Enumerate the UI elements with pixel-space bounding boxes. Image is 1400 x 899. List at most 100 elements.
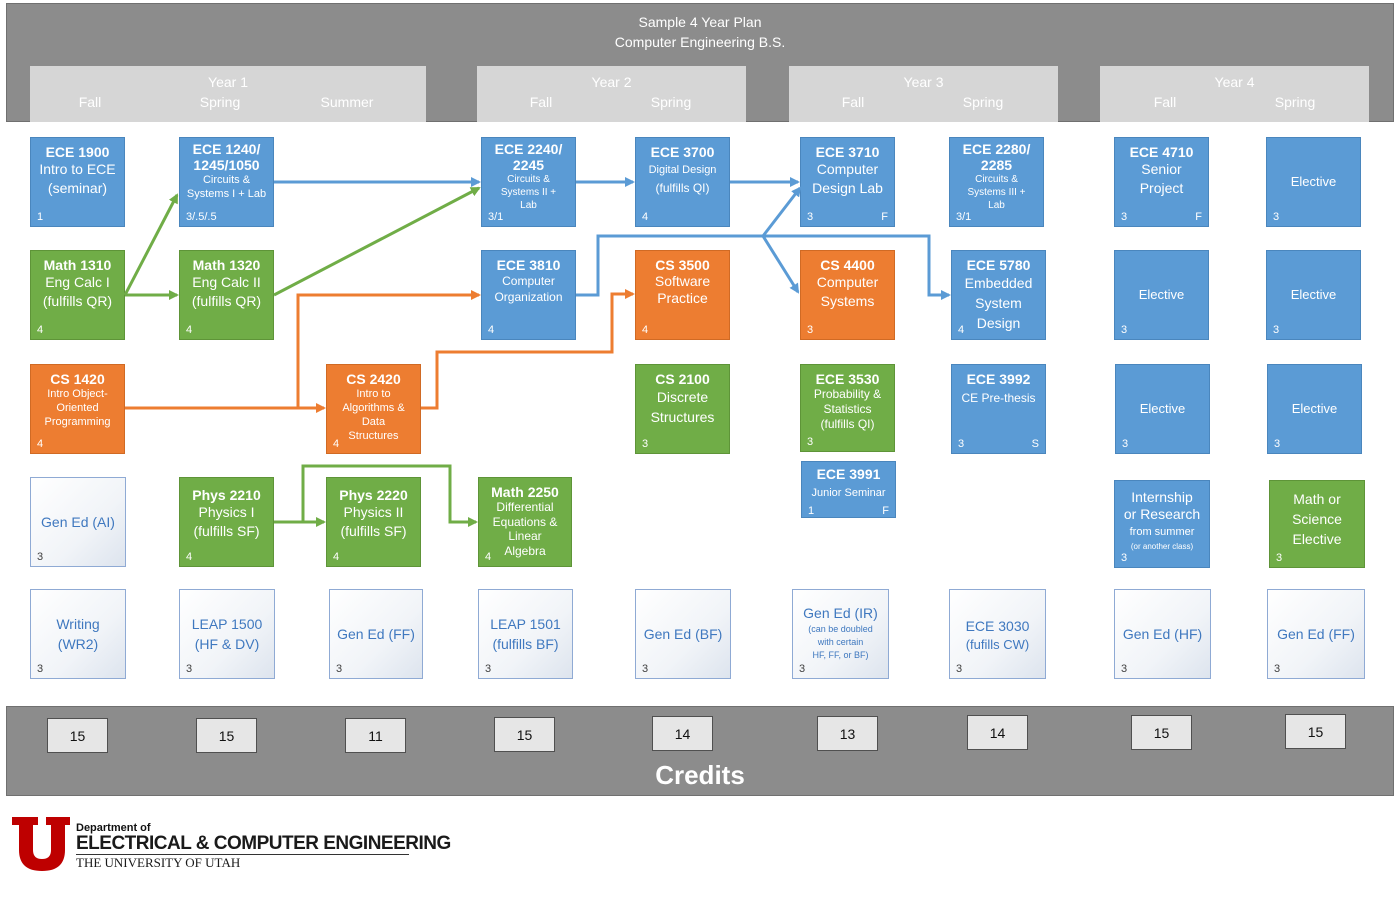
course-elective-y4s-3[interactable]: Elective 3	[1267, 364, 1362, 454]
course-gened-ff-1[interactable]: Gen Ed (FF) 3	[329, 589, 423, 679]
course-name: Elective	[1290, 174, 1337, 189]
course-internship[interactable]: Internship or Research from summer (or a…	[1114, 480, 1210, 568]
credit-hours: 4	[186, 324, 193, 336]
course-ece3700[interactable]: ECE 3700 Digital Design (fulfills QI) 4	[635, 137, 730, 227]
course-ece1240[interactable]: ECE 1240/ 1245/1050 Circuits & Systems I…	[179, 137, 274, 227]
course-name: Physics I (fulfills SF)	[193, 504, 260, 539]
arrow-ece3810-to-ece5780	[576, 234, 951, 300]
course-name: Gen Ed (FF)	[337, 625, 415, 642]
course-ece4710[interactable]: ECE 4710 Senior Project 3 F	[1114, 137, 1209, 227]
credit-total-y1-spring: 15	[196, 718, 257, 753]
course-ece3530[interactable]: ECE 3530 Probability & Statistics (fulfi…	[800, 364, 895, 452]
course-math1320[interactable]: Math 1320 Eng Calc II (fulfills QR) 4	[179, 250, 274, 340]
course-cs2420[interactable]: CS 2420 Intro to Algorithms & Data Struc…	[326, 364, 421, 454]
course-ece3030[interactable]: ECE 3030 (fufills CW) 3	[949, 589, 1046, 679]
course-name: Intro to Algorithms & Data Structures	[342, 388, 405, 442]
course-ece3710[interactable]: ECE 3710 Computer Design Lab 3 F	[800, 137, 895, 227]
course-cs1420[interactable]: CS 1420 Intro Object- Oriented Programmi…	[30, 364, 125, 454]
arrow-math1320-to-ece2240	[273, 186, 481, 297]
course-ece1900[interactable]: ECE 1900 Intro to ECE (seminar) 1	[30, 137, 125, 227]
course-phys2220[interactable]: Phys 2220 Physics II (fulfills SF) 4	[326, 477, 421, 567]
course-name: CE Pre-thesis	[961, 391, 1036, 405]
course-elective-y4f-3[interactable]: Elective 3	[1115, 364, 1210, 454]
plan-title: Sample 4 Year Plan Computer Engineering …	[6, 12, 1394, 52]
course-name: Gen Ed (AI)	[41, 513, 115, 530]
course-cs2100[interactable]: CS 2100 Discrete Structures 3	[635, 364, 730, 454]
year-3-panel	[789, 66, 1058, 122]
course-phys2210[interactable]: Phys 2210 Physics I (fulfills SF) 4	[179, 477, 274, 567]
course-gened-hf[interactable]: Gen Ed (HF) 3	[1114, 589, 1211, 679]
course-code: ECE 3810	[496, 257, 561, 273]
course-ece3992[interactable]: ECE 3992 CE Pre-thesis 3 S	[951, 364, 1046, 454]
course-elective-y4s-1[interactable]: Elective 3	[1266, 137, 1361, 227]
credit-hours: 3	[1121, 324, 1128, 336]
course-gened-ai[interactable]: Gen Ed (AI) 3	[30, 477, 126, 567]
course-note-small: (or another class)	[1130, 542, 1194, 551]
course-name: Gen Ed (HF)	[1122, 625, 1203, 642]
course-note: from summer	[1129, 526, 1195, 538]
logo-department: Department of	[76, 822, 151, 834]
y4-fall-label: Fall	[1153, 94, 1177, 110]
year-2-panel	[477, 66, 746, 122]
course-ece5780[interactable]: ECE 5780 Embedded System Design 4	[951, 250, 1046, 340]
title-line-1: Sample 4 Year Plan	[638, 14, 762, 30]
course-name: Senior Project	[1139, 161, 1184, 196]
course-elective-y4s-2[interactable]: Elective 3	[1266, 250, 1361, 340]
course-name: Internship or Research	[1123, 489, 1201, 522]
course-cs4400[interactable]: CS 4400 Computer Systems 3	[800, 250, 895, 340]
course-elective-y4f-2[interactable]: Elective 3	[1114, 250, 1209, 340]
arrow-phys2210-to-math2250	[301, 464, 478, 527]
course-name: Eng Calc I (fulfills QR)	[42, 274, 113, 309]
course-code: ECE 2280/ 2285	[962, 141, 1031, 173]
course-leap1500[interactable]: LEAP 1500 (HF & DV) 3	[179, 589, 275, 679]
course-name: ECE 3030	[965, 617, 1030, 634]
course-math-science-elective[interactable]: Math or Science Elective 3	[1269, 480, 1365, 568]
credit-hours: 3	[1273, 324, 1280, 336]
course-cs3500[interactable]: CS 3500 Software Practice 4	[635, 250, 730, 340]
course-name: LEAP 1501 (fulfills BF)	[490, 616, 561, 652]
credit-hours: 3	[1122, 438, 1129, 450]
course-math2250[interactable]: Math 2250 Differential Equations & Linea…	[478, 477, 572, 567]
year-1-panel	[30, 66, 426, 122]
course-writing[interactable]: Writing (WR2) 3	[30, 589, 126, 679]
course-name: Physics II (fulfills SF)	[340, 504, 407, 539]
credit-hours: 4	[642, 211, 649, 223]
credit-hours: 3	[799, 663, 806, 675]
course-leap1501[interactable]: LEAP 1501 (fulfills BF) 3	[478, 589, 573, 679]
course-code: ECE 1900	[45, 144, 110, 160]
course-gened-bf[interactable]: Gen Ed (BF) 3	[635, 589, 731, 679]
logo-university: THE UNIVERSITY OF UTAH	[76, 855, 241, 870]
credit-hours: 3	[485, 663, 492, 675]
course-gened-ff-2[interactable]: Gen Ed (FF) 3	[1267, 589, 1365, 679]
credit-hours: 3	[807, 324, 814, 336]
credit-hours: 3	[186, 663, 193, 675]
course-math1310[interactable]: Math 1310 Eng Calc I (fulfills QR) 4	[30, 250, 125, 340]
course-code: ECE 2240/ 2245	[494, 141, 563, 173]
course-ece2240[interactable]: ECE 2240/ 2245 Circuits & Systems II + L…	[481, 137, 576, 227]
credit-hours: 3	[956, 663, 963, 675]
year-4-panel	[1100, 66, 1369, 122]
credit-hours: 3	[807, 436, 814, 448]
course-gened-ir[interactable]: Gen Ed (IR) (can be doubled with certain…	[792, 589, 889, 679]
arrow-to-ece3710-diagonal	[761, 186, 802, 237]
credit-hours: 4	[333, 551, 340, 563]
credit-hours: 4	[186, 551, 193, 563]
credit-hours: 3/1	[488, 211, 504, 223]
y4-spring-label: Spring	[1274, 94, 1316, 110]
credit-hours: 3	[1274, 663, 1281, 675]
credit-total-y2-fall: 15	[494, 717, 555, 752]
credit-hours: 3	[1274, 438, 1281, 450]
course-code: Math 1310	[43, 257, 112, 273]
course-ece3991[interactable]: ECE 3991 Junior Seminar 1 F	[801, 461, 896, 518]
credit-hours: 4	[488, 324, 495, 336]
course-name: Elective	[1139, 401, 1186, 416]
course-ece3810[interactable]: ECE 3810 Computer Organization 4	[481, 250, 576, 340]
y2-spring-label: Spring	[650, 94, 692, 110]
course-note: (fufills CW)	[965, 636, 1030, 652]
credit-hours: 3	[642, 663, 649, 675]
y1-fall-label: Fall	[78, 94, 102, 110]
course-code: CS 2420	[346, 371, 401, 387]
course-ece2280[interactable]: ECE 2280/ 2285 Circuits & Systems III + …	[949, 137, 1044, 227]
credit-hours: 3	[642, 438, 649, 450]
course-code: CS 3500	[655, 257, 710, 273]
